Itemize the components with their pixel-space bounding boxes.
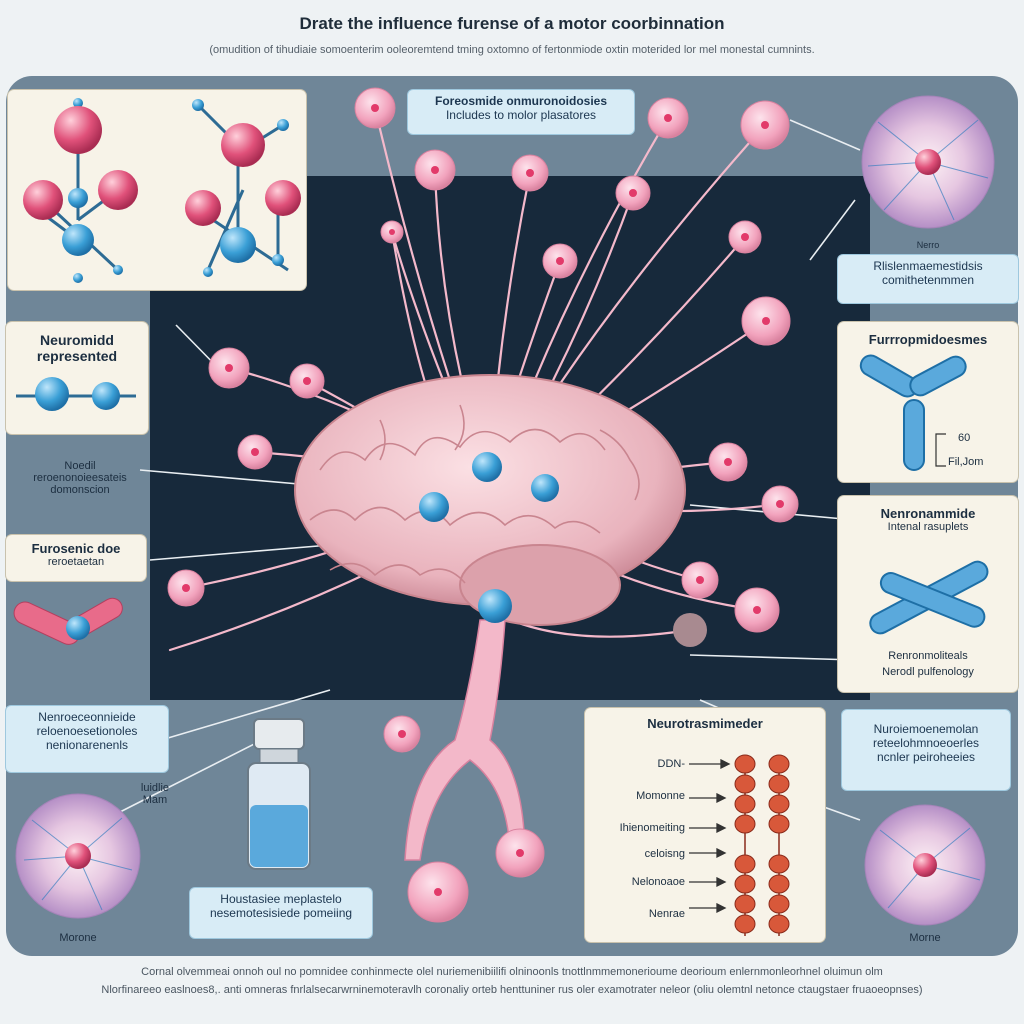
furosenic-label-line2: reroetaetan [47, 556, 105, 568]
molecule-card [8, 90, 306, 290]
nt-row-label: Nelonoaoe [631, 876, 685, 888]
nenronammide-sub: Intenal rasuplets [887, 521, 969, 533]
y-molecule-icon [859, 354, 967, 471]
right-label-2-line1: Nuroiemoenemolan [873, 722, 979, 736]
right-top-label: Rlislenmaemestidsis comithetenmmen [838, 255, 1018, 303]
vial-text-line1: luidlie [140, 782, 170, 794]
furro-box-title: Furrropmidoesmes [868, 332, 988, 347]
footer-line-2: Nlorfinareeo easlnoes8,. anti omneras fn… [101, 984, 923, 996]
nt-row-label: Nenrae [648, 908, 685, 920]
neuromidd-title-line1: Neuromidd [40, 332, 114, 348]
neuromidd-title-line2: represented [36, 348, 118, 364]
center-bottom-label: Houstasiee meplastelo nesemotesisiede po… [190, 888, 372, 938]
top-label-line2: Includes to molor plasatores [445, 108, 597, 122]
nt-row-label: celoisng [644, 848, 685, 860]
nenronammide-title: Nenronammide [880, 506, 976, 521]
eye-icon-right [864, 804, 986, 926]
vial-text: luidlie Mam [130, 782, 180, 806]
furosenic-label: Furosenic doe reroetaetan [6, 535, 146, 581]
molecule-pair-icon [16, 377, 136, 411]
neuron-cells [167, 87, 799, 923]
vial-icon [247, 718, 311, 870]
top-label: Foreosmide onmuronoidosies Includes to m… [408, 90, 634, 134]
right-label-2: Nuroiemoenemolan reteelohmnoeoerles ncnl… [842, 710, 1010, 790]
furro-measure-2: Fil,Jom [948, 456, 984, 468]
right-top-label-line2: comithetenmmen [881, 273, 975, 287]
furro-measure-1: 60 [958, 432, 971, 444]
left-bottom-label: Nenroeceonnieide reloenoesetionoles neni… [6, 706, 168, 772]
right-top-label-line1: Rlislenmaemestidsis [873, 259, 983, 273]
nenronammide-box: Nenronammide Intenal rasuplets Renronmol… [838, 496, 1018, 692]
right-label-2-line3: ncnler peiroheeies [876, 750, 976, 764]
center-bottom-label-line1: Houstasiee meplastelo [220, 892, 342, 906]
furro-box: Furrropmidoesmes 60 Fil,Jom [838, 322, 1018, 482]
right-label-2-line2: reteelohmnoeoerles [872, 736, 980, 750]
center-bottom-label-line2: nesemotesisiede pomeiing [209, 906, 353, 920]
brain-icon [294, 374, 707, 861]
nenronammide-caption-1: Renronmoliteals [888, 650, 968, 662]
furosenic-label-line1: Furosenic doe [31, 541, 121, 556]
left-bottom-label-line2: reloenoesetionoles [36, 724, 138, 738]
molecule-icon [23, 98, 301, 283]
left-side-text-line2: reroenonoieesateis [33, 472, 127, 484]
chain-icon [689, 754, 790, 936]
left-side-text-line1: Noedil [64, 460, 96, 472]
measure-bracket [935, 433, 946, 467]
left-morone-caption: Morone [59, 932, 97, 944]
nt-row-label: Momonne [636, 790, 685, 802]
left-side-text: Noedil reroenonoieesateis domonscion [10, 460, 150, 496]
nt-row-labels: DDN- Momonne Ihienomeiting celoisng Nelo… [595, 758, 685, 934]
footer-line-1: Cornal olvemmeai onnoh oul no pomnidee c… [141, 966, 883, 978]
neurotransmitter-title: Neurotrasmimeder [647, 716, 763, 731]
nt-row-label: DDN- [657, 758, 686, 770]
right-morone-caption: Morne [909, 932, 941, 944]
neuromidd-box: Neuromidd represented [6, 322, 148, 434]
nenronammide-caption-2: Nerodl pulfenology [882, 666, 974, 678]
eye-icon [15, 793, 141, 919]
vial-text-line2: Mam [142, 794, 168, 806]
diagram-title: Drate the influence furense of a motor c… [299, 14, 725, 33]
diagram-subtitle: (omudition of tihudiaie somoenterim oole… [209, 44, 815, 56]
top-label-line1: Foreosmide onmuronoidosies [434, 94, 608, 108]
left-side-text-line3: domonscion [50, 484, 110, 496]
eye-icon-top [861, 95, 995, 229]
cross-molecule-icon [869, 560, 989, 635]
nt-row-label: Ihienomeiting [619, 822, 685, 834]
left-bottom-label-line3: nenionarenenls [45, 738, 129, 752]
left-bottom-label-line1: Nenroeceonnieide [38, 710, 136, 724]
capsule-icon [13, 597, 123, 645]
right-top-eye-caption: Nerro [916, 240, 940, 250]
neurotransmitter-box: Neurotrasmimeder DDN- Momonne Ihienomeit… [585, 708, 825, 942]
